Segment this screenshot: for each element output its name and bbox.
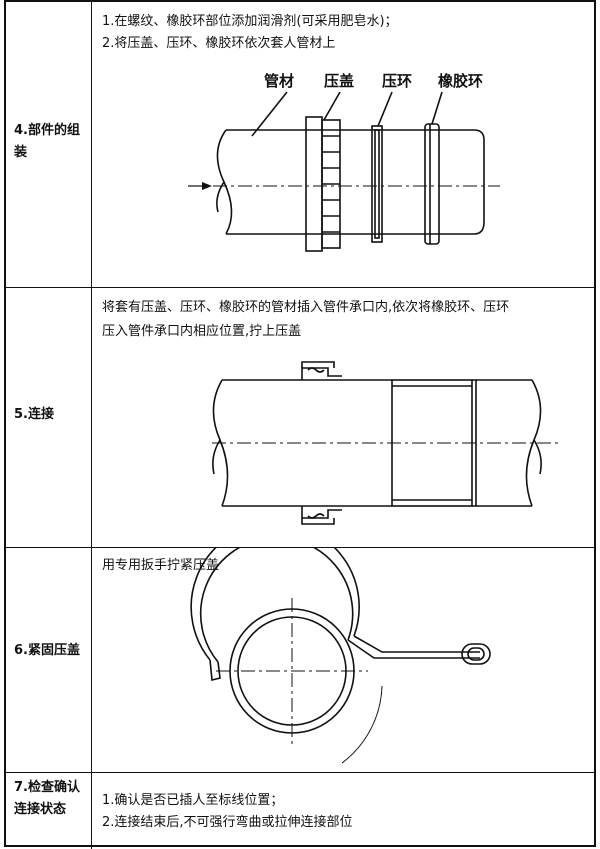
part-label-pressure-ring: 压环 [382,72,412,90]
part-label-pipe: 管材 [264,72,294,90]
instruction-line: 2.连接结束后,不可强行弯曲或拉伸连接部位 [102,815,353,830]
step-row-4: 4.部件的组装 1.在螺纹、橡胶环部位添加润滑剂(可采用肥皂水)； 2.将压盖、… [6,2,594,288]
instruction-line: 1.在螺纹、橡胶环部位添加润滑剂(可采用肥皂水)； [102,14,398,29]
part-label-cap: 压盖 [324,72,354,90]
instruction-line: 2.将压盖、压环、橡胶环依次套人管材上 [102,36,336,51]
connection-diagram [212,361,562,525]
assembly-diagram: 管材 压盖 压环 橡胶环 [188,72,500,252]
step-row-5: 5.连接 将套有压盖、压环、橡胶环的管材插入管件承口内,依次将橡胶环、压环 压入… [6,288,594,548]
instruction-line: 用专用扳手拧紧压盖 [102,558,220,573]
step-row-6: 6.紧固压盖 用专用扳手拧紧压盖 [6,548,594,773]
step-label-cell: 4.部件的组装 [6,2,92,287]
part-label-rubber-ring: 橡胶环 [438,72,483,90]
instruction-line: 1.确认是否已插人至标线位置； [102,793,284,808]
tightening-diagram [190,548,491,764]
step-label-cell: 7.检查确认连接状态 [6,773,92,849]
step-content-cell: 用专用扳手拧紧压盖 [92,548,594,772]
step-content-cell: 1.确认是否已插人至标线位置； 2.连接结束后,不可强行弯曲或拉伸连接部位 [92,773,594,849]
step-row-7: 7.检查确认连接状态 1.确认是否已插人至标线位置； 2.连接结束后,不可强行弯… [6,773,594,849]
instruction-line: 压入管件承口内相应位置,拧上压盖 [102,324,302,339]
step-label-cell: 6.紧固压盖 [6,548,92,772]
step-content-cell: 将套有压盖、压环、橡胶环的管材插入管件承口内,依次将橡胶环、压环 压入管件承口内… [92,288,594,547]
step-label: 5.连接 [14,407,54,422]
step-label: 6.紧固压盖 [14,643,80,658]
step-label: 7.检查确认连接状态 [14,780,80,817]
procedure-table: 4.部件的组装 1.在螺纹、橡胶环部位添加润滑剂(可采用肥皂水)； 2.将压盖、… [4,0,596,849]
step-label-cell: 5.连接 [6,288,92,547]
step-content-cell: 1.在螺纹、橡胶环部位添加润滑剂(可采用肥皂水)； 2.将压盖、压环、橡胶环依次… [92,2,594,287]
instruction-line: 将套有压盖、压环、橡胶环的管材插入管件承口内,依次将橡胶环、压环 [102,300,510,315]
step-label: 4.部件的组装 [14,123,80,160]
